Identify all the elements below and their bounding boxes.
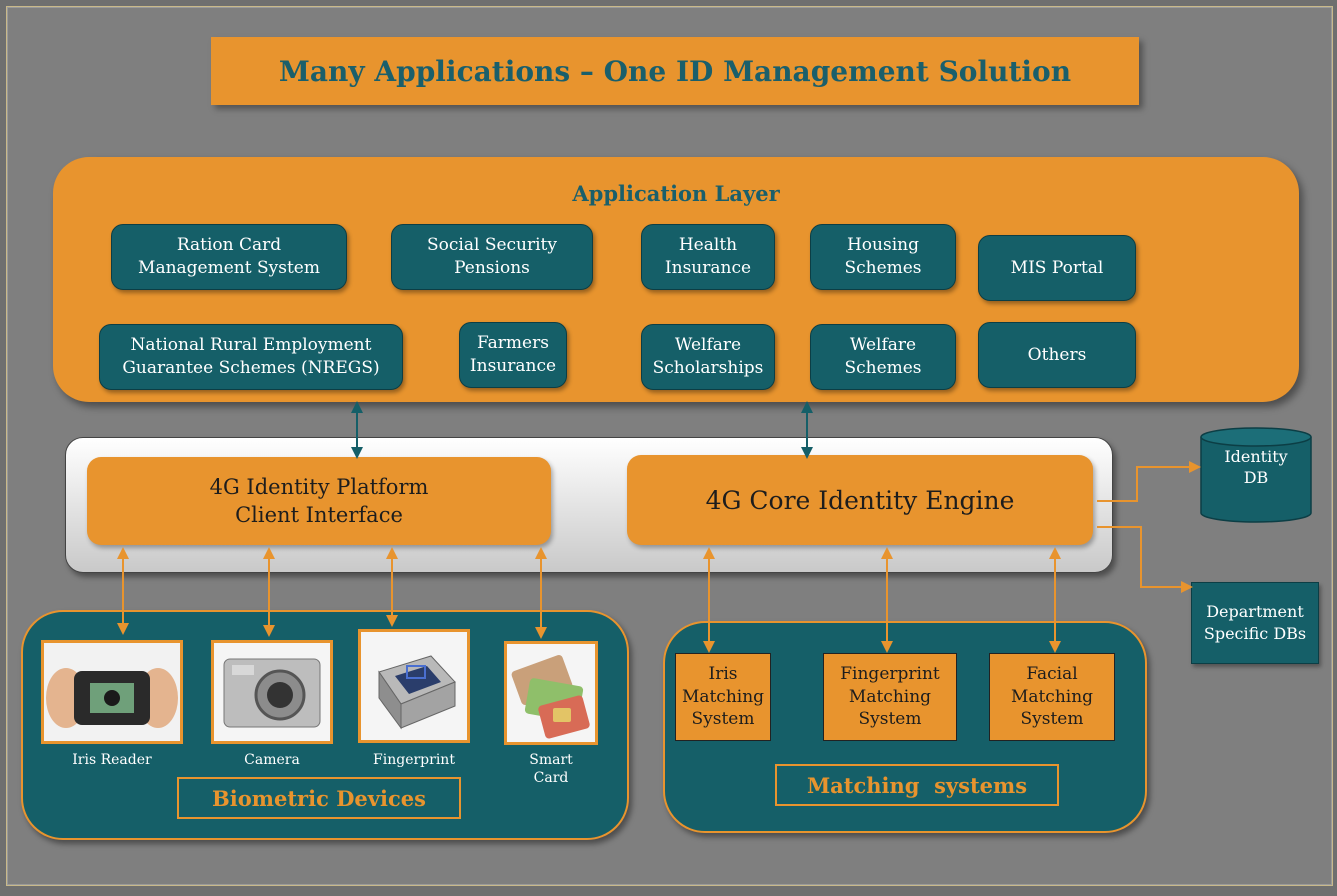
fingerprint-label: Fingerprint	[373, 752, 455, 768]
app-social-security-pensions[interactable]: Social Security Pensions	[391, 224, 593, 290]
slide: Many Applications – One ID Management So…	[6, 6, 1333, 886]
smart-card-label: Smart Card	[529, 752, 573, 787]
app-mis-portal[interactable]: MIS Portal	[978, 235, 1136, 301]
biometric-devices-title: Biometric Devices	[177, 777, 461, 819]
iris-matching-system[interactable]: Iris Matching System	[675, 653, 771, 741]
fingerprint-scanner-image	[358, 629, 470, 743]
iris-reader-label: Iris Reader	[72, 752, 152, 768]
app-health-insurance[interactable]: Health Insurance	[641, 224, 775, 290]
camera-image	[211, 640, 333, 744]
identity-db-label: Identity DB	[1224, 447, 1288, 487]
page-title: Many Applications – One ID Management So…	[211, 37, 1139, 105]
app-others[interactable]: Others	[978, 322, 1136, 388]
smart-card-image	[504, 641, 598, 745]
application-layer-title: Application Layer	[572, 181, 780, 206]
iris-reader-image	[41, 640, 183, 744]
matching-systems-title: Matching systems	[775, 764, 1059, 806]
department-specific-dbs[interactable]: Department Specific DBs	[1191, 582, 1319, 664]
app-housing-schemes[interactable]: Housing Schemes	[810, 224, 956, 290]
app-farmers-insurance[interactable]: Farmers Insurance	[459, 322, 567, 388]
app-nregs[interactable]: National Rural Employment Guarantee Sche…	[99, 324, 403, 390]
fingerprint-matching-system[interactable]: Fingerprint Matching System	[823, 653, 957, 741]
identity-db-cylinder-icon	[1200, 427, 1312, 523]
facial-matching-system[interactable]: Facial Matching System	[989, 653, 1115, 741]
camera-label: Camera	[244, 752, 300, 768]
app-welfare-schemes[interactable]: Welfare Schemes	[810, 324, 956, 390]
app-welfare-scholarships[interactable]: Welfare Scholarships	[641, 324, 775, 390]
core-identity-engine-box[interactable]: 4G Core Identity Engine	[627, 455, 1093, 545]
client-interface-box[interactable]: 4G Identity Platform Client Interface	[87, 457, 551, 545]
app-ration-card[interactable]: Ration Card Management System	[111, 224, 347, 290]
